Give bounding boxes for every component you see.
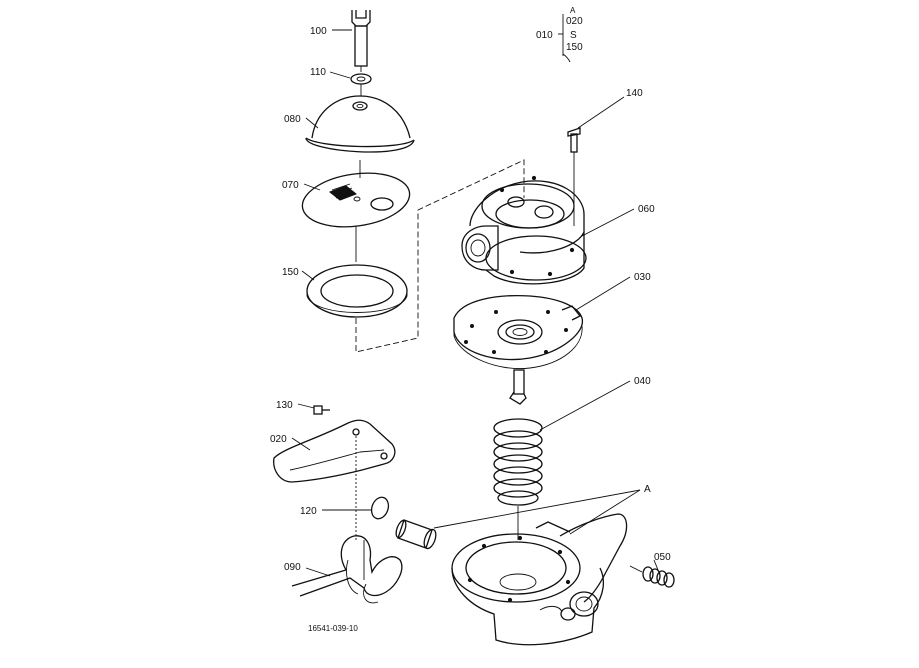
part-020-lever: [273, 419, 396, 540]
group-bottom-label: 150: [566, 42, 583, 53]
group-middle-label: S: [570, 30, 577, 41]
callout-060: 060: [638, 204, 655, 215]
callout-140: 140: [626, 88, 643, 99]
callout-A: A: [644, 484, 651, 495]
drawing-number: 16541-039-10: [308, 624, 358, 633]
part-090-wire-clip: [291, 535, 403, 604]
callout-130: 130: [276, 400, 293, 411]
group-top-label: 020: [566, 16, 583, 27]
part-150-gasket: [306, 264, 408, 318]
part-050-plug: [629, 565, 675, 588]
part-120-oring: [370, 496, 390, 520]
group-bracket: [355, 159, 525, 353]
part-130-screw: [313, 405, 330, 415]
part-110-washer: [350, 73, 372, 96]
part-pin: [395, 519, 437, 550]
group-parent-label: 010: [536, 30, 553, 41]
callout-070: 070: [282, 180, 299, 191]
callout-labels: 100 110 080 070 150 140 060 030 040 130 …: [270, 26, 671, 573]
part-060-pump-body: [461, 175, 587, 285]
callout-020: 020: [270, 434, 287, 445]
part-100-bolt: [351, 10, 371, 72]
callout-120: 120: [300, 506, 317, 517]
part-140-screw: [567, 127, 581, 226]
leader-lines: [291, 29, 659, 577]
callout-040: 040: [634, 376, 651, 387]
callout-030: 030: [634, 272, 651, 283]
callout-080: 080: [284, 114, 301, 125]
part-040-spring: [493, 418, 543, 540]
callout-090: 090: [284, 562, 301, 573]
part-030-diaphragm: [453, 294, 583, 405]
callout-050: 050: [654, 552, 671, 563]
group-top-mark: A: [570, 6, 576, 15]
part-housing: [451, 513, 628, 646]
callout-150: 150: [282, 267, 299, 278]
callout-110: 110: [310, 67, 326, 78]
part-080-dome-cover: [305, 95, 415, 178]
part-070-filter-plate: [301, 172, 411, 262]
part-group-index: 010 A 020 S 150: [536, 6, 583, 63]
callout-100: 100: [310, 26, 327, 37]
